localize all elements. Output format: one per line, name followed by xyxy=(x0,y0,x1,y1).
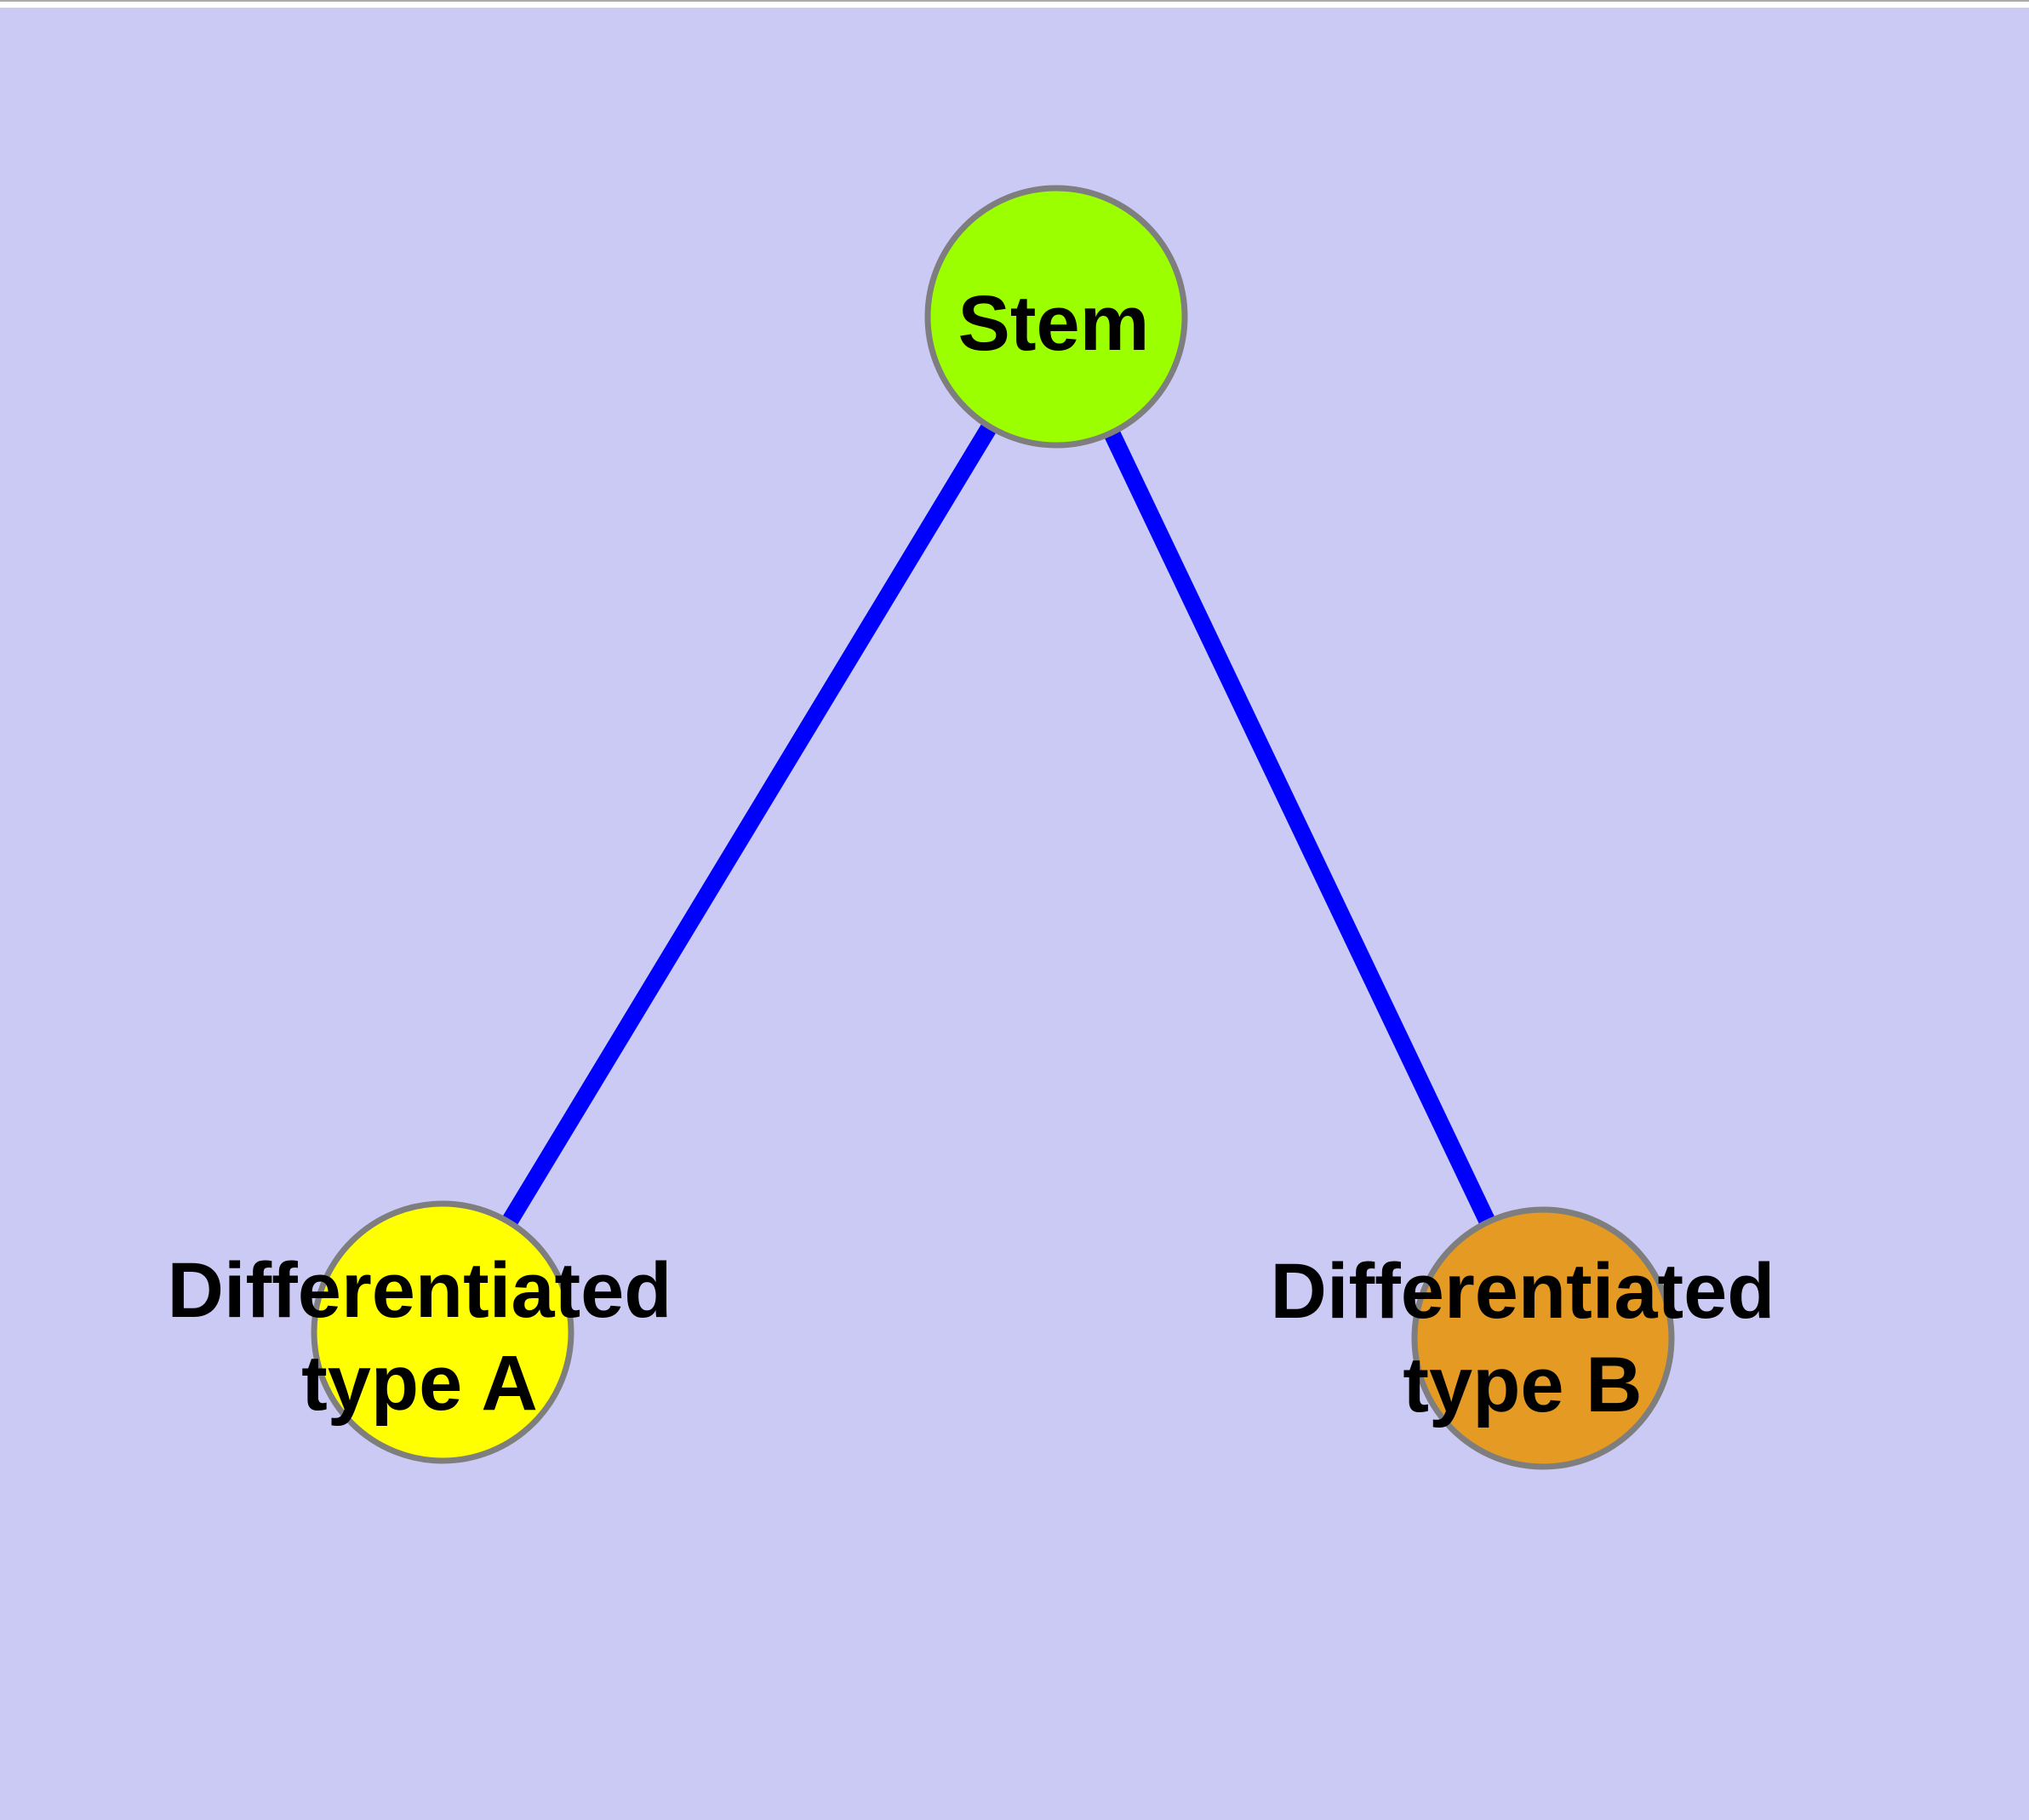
node-type-b-label-line1: Differentiated xyxy=(1271,1248,1775,1335)
window-top-border xyxy=(0,0,2029,2)
node-stem-circle xyxy=(924,185,1188,449)
edge-stem-to-type-a xyxy=(435,312,1064,1337)
node-type-a-circle xyxy=(311,1200,574,1464)
node-type-a-label-line2: type A xyxy=(301,1340,538,1427)
node-stem-label: Stem xyxy=(958,280,1150,367)
node-type-b-label-line2: type B xyxy=(1403,1342,1642,1428)
window-top-strip xyxy=(0,2,2029,8)
node-type-a-label-line1: Differentiated xyxy=(168,1247,672,1334)
node-type-b-circle xyxy=(1411,1206,1675,1470)
edge-stem-to-type-b xyxy=(1048,312,1552,1342)
